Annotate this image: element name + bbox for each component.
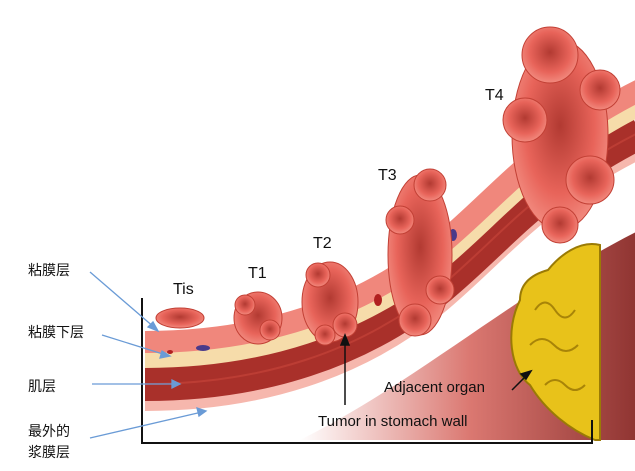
- adjacent-organ: [510, 243, 601, 441]
- label-adjacent-organ: Adjacent organ: [384, 379, 485, 396]
- stage-label-t4: T4: [485, 87, 504, 104]
- label-muscle: 肌层: [28, 379, 56, 395]
- stage-label-t1: T1: [248, 265, 267, 282]
- tumor-t2: [301, 261, 359, 346]
- stage-label-t3: T3: [378, 167, 397, 184]
- layer-arrows: [89, 271, 208, 439]
- tumor-t4: [502, 26, 621, 244]
- label-tumor-in-stomach-wall: Tumor in stomach wall: [318, 413, 468, 430]
- annotation-arrows: [339, 332, 533, 405]
- label-serosa-line2: 浆膜层: [28, 445, 70, 461]
- tumor-tis: [155, 307, 205, 329]
- tumors: [155, 26, 621, 346]
- tumor-t3: [385, 168, 455, 337]
- label-serosa-line1: 最外的: [28, 424, 70, 440]
- label-submucosa: 粘膜下层: [28, 325, 84, 341]
- frame: [141, 298, 593, 444]
- label-mucosa: 粘膜层: [28, 263, 70, 279]
- stage-label-t2: T2: [313, 235, 332, 252]
- tumor-t1: [233, 291, 283, 345]
- stage-label-tis: Tis: [173, 281, 194, 298]
